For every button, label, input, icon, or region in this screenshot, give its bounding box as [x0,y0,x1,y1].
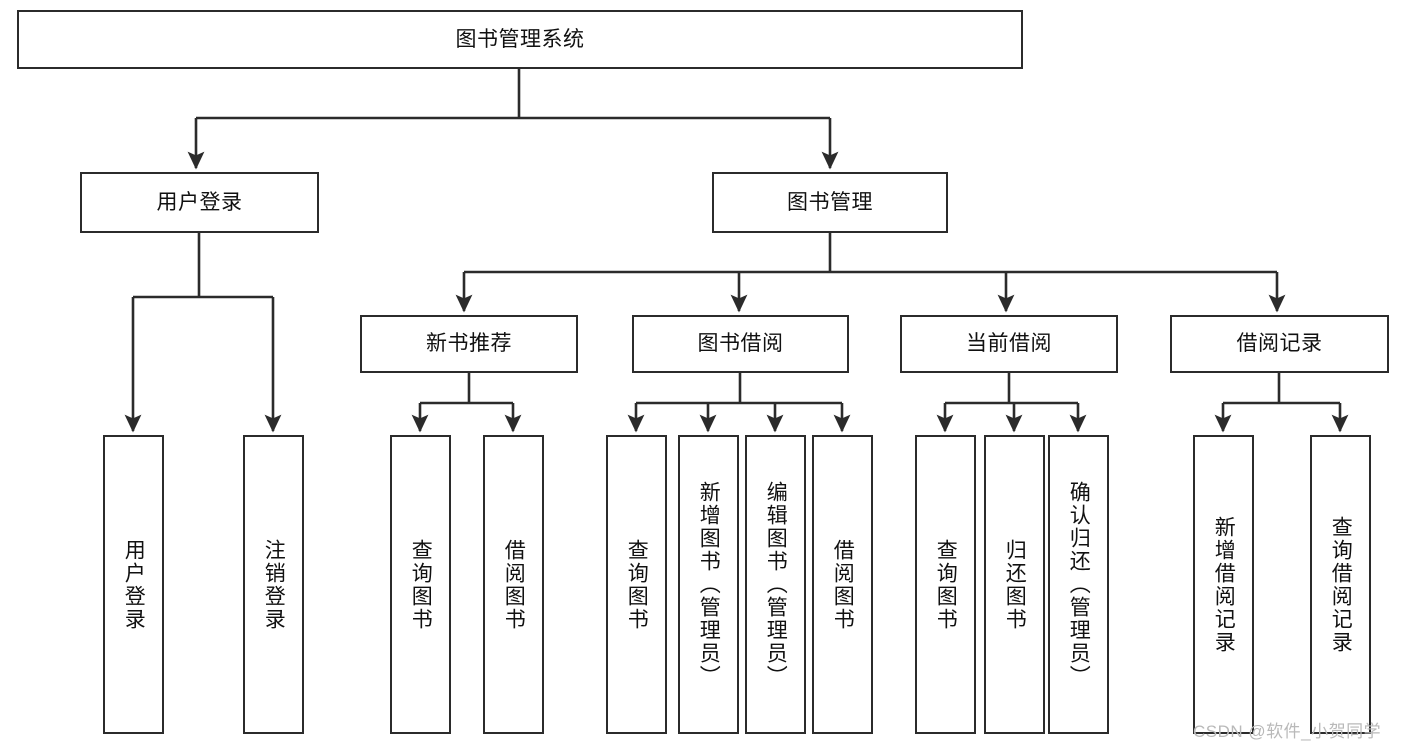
node-leaf-query-book-2[interactable]: 查询图书 [606,435,667,734]
node-leaf-logout-login-label: 注销登录 [262,538,286,631]
node-leaf-confirm-return-admin-label: 确认归还（管理员） [1067,481,1091,688]
node-leaf-query-book-2-label: 查询图书 [625,538,649,631]
node-leaf-edit-book-admin[interactable]: 编辑图书（管理员） [745,435,806,734]
node-leaf-user-login-label: 用户登录 [122,538,146,631]
node-leaf-borrow-book-2[interactable]: 借阅图书 [812,435,873,734]
node-book-borrow-label: 图书借阅 [697,332,784,356]
node-new-book-rec-label: 新书推荐 [426,332,512,356]
node-leaf-logout-login[interactable]: 注销登录 [243,435,304,734]
node-leaf-return-book-label: 归还图书 [1003,538,1027,631]
node-leaf-add-borrow-record-label: 新增借阅记录 [1212,515,1236,654]
node-new-book-rec[interactable]: 新书推荐 [360,315,578,373]
node-current-borrow[interactable]: 当前借阅 [900,315,1118,373]
node-leaf-borrow-book-1-label: 借阅图书 [502,538,526,631]
node-current-borrow-label: 当前借阅 [966,332,1052,356]
node-book-borrow[interactable]: 图书借阅 [632,315,849,373]
node-leaf-add-borrow-record[interactable]: 新增借阅记录 [1193,435,1254,734]
node-borrow-record[interactable]: 借阅记录 [1170,315,1389,373]
node-borrow-record-label: 借阅记录 [1236,332,1323,356]
node-leaf-query-book-3[interactable]: 查询图书 [915,435,976,734]
node-leaf-query-book-1-label: 查询图书 [409,538,433,631]
node-leaf-add-book-admin-label: 新增图书（管理员） [697,481,721,688]
node-leaf-query-book-1[interactable]: 查询图书 [390,435,451,734]
node-leaf-borrow-book-1[interactable]: 借阅图书 [483,435,544,734]
node-leaf-edit-book-admin-label: 编辑图书（管理员） [764,481,788,688]
node-user-login-label: 用户登录 [156,190,243,214]
node-leaf-borrow-book-2-label: 借阅图书 [831,538,855,631]
node-book-manage[interactable]: 图书管理 [712,172,948,233]
node-leaf-query-book-3-label: 查询图书 [934,538,958,631]
node-leaf-add-book-admin[interactable]: 新增图书（管理员） [678,435,739,734]
node-root[interactable]: 图书管理系统 [17,10,1023,69]
node-leaf-user-login[interactable]: 用户登录 [103,435,164,734]
node-leaf-query-borrow-record-label: 查询借阅记录 [1329,515,1353,654]
node-root-label: 图书管理系统 [455,27,585,51]
node-leaf-return-book[interactable]: 归还图书 [984,435,1045,734]
node-leaf-confirm-return-admin[interactable]: 确认归还（管理员） [1048,435,1109,734]
node-leaf-query-borrow-record[interactable]: 查询借阅记录 [1310,435,1371,734]
node-book-manage-label: 图书管理 [787,190,873,214]
node-user-login[interactable]: 用户登录 [80,172,319,233]
